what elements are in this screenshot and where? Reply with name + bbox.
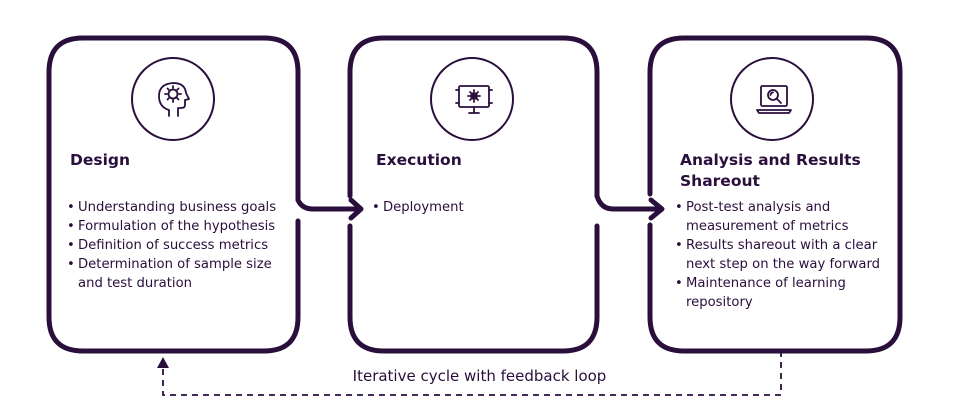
execution-bullets: Deployment [372, 198, 587, 217]
list-item: Determination of sample size and test du… [67, 255, 292, 293]
design-title: Design [70, 151, 131, 169]
list-item: Understanding business goals [67, 198, 292, 217]
arrowhead-execution [348, 197, 364, 221]
list-item: Formulation of the hypothesis [67, 217, 292, 236]
connector-execution-to-analysis [594, 193, 664, 212]
connector-design-to-execution [295, 197, 363, 212]
feedback-arrowhead [157, 357, 169, 368]
design-bullets: Understanding business goals Formulation… [67, 198, 292, 293]
analysis-title: Analysis and Results Shareout [680, 151, 861, 190]
list-item: Definition of success metrics [67, 236, 292, 255]
laptop-magnifier-icon [730, 57, 814, 141]
list-item: Results shareout with a clear next step … [675, 236, 900, 274]
feedback-loop-label: Iterative cycle with feedback loop [352, 367, 607, 385]
analysis-bullets: Post-test analysis and measurement of me… [675, 198, 900, 312]
list-item: Post-test analysis and measurement of me… [675, 198, 900, 236]
execution-card-border-top [347, 35, 600, 199]
feedback-loop-line [162, 351, 782, 396]
list-item: Maintenance of learning repository [675, 274, 900, 312]
brain-head-icon [131, 57, 215, 141]
arrowhead-analysis [648, 197, 665, 221]
execution-title: Execution [376, 151, 462, 169]
analysis-card-border [647, 35, 903, 354]
execution-card-border-bottom [347, 223, 600, 354]
list-item: Deployment [372, 198, 587, 217]
design-card-border [46, 35, 301, 354]
monitor-light-icon [430, 57, 514, 141]
